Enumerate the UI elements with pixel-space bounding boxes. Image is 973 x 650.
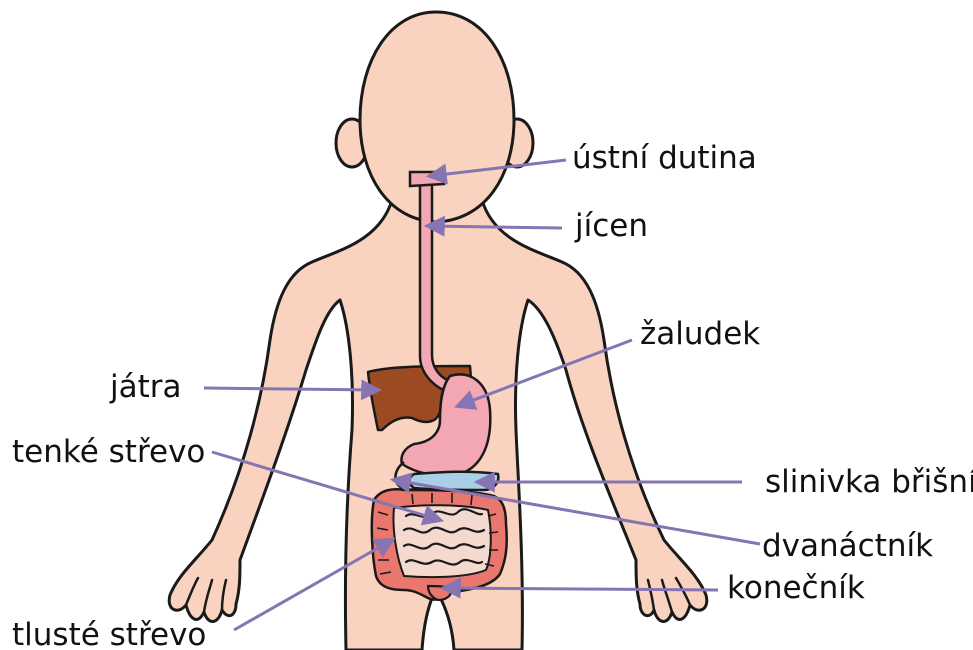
head xyxy=(360,12,514,222)
label-duodenum: dvanáctník xyxy=(762,528,933,564)
label-pancreas: slinivka břišní xyxy=(765,464,973,500)
pointer-liver xyxy=(204,388,378,390)
label-esophagus: jícen xyxy=(574,208,648,244)
label-small-intestine: tenké střevo xyxy=(12,434,205,470)
pointer-rectum xyxy=(444,588,718,590)
label-large-intestine: tlusté střevo xyxy=(12,617,206,650)
label-liver: játra xyxy=(109,369,182,405)
label-rectum: konečník xyxy=(727,570,865,606)
pointer-esophagus xyxy=(428,226,562,228)
label-mouth: ústní dutina xyxy=(572,140,757,176)
label-stomach: žaludek xyxy=(640,316,760,352)
